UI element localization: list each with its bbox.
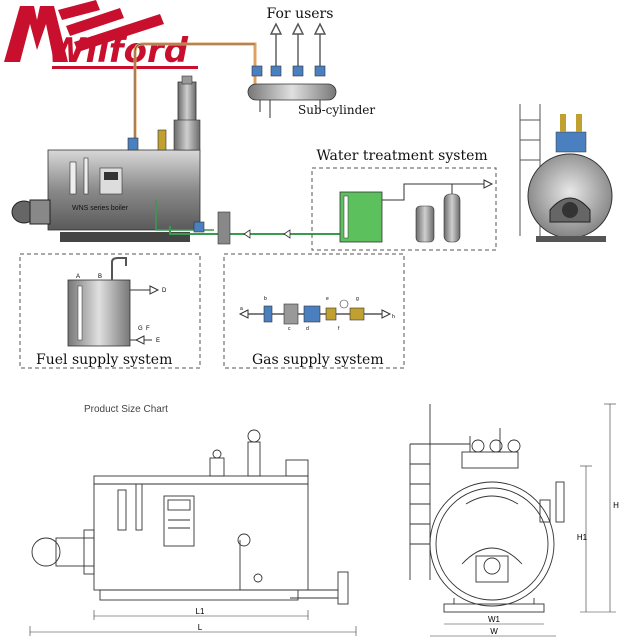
fuel-port-d: D [162,288,167,294]
fuel-port-f: F [146,326,150,332]
gas-port-a: a [240,306,243,312]
dim-h1: H1 [577,533,588,542]
gas-port-c: c [288,326,291,332]
dim-h: H [613,501,619,510]
dim-w1: W1 [488,615,501,624]
front-dimension-lines [430,403,616,637]
sub-cylinder [247,83,337,101]
boiler-plate-label: WNS series boiler [72,205,129,212]
side-dimension-lines [29,610,357,636]
wilford-logo: Wilford [4,0,198,71]
fuel-port-b: B [98,274,102,280]
fuel-port-g: G [138,326,143,332]
user-valves [251,65,326,77]
fuel-supply-label: Fuel supply system [36,352,172,368]
gas-port-e: e [326,296,329,302]
main-boiler: WNS series boiler [11,75,201,242]
side-elevation-drawing [31,429,349,605]
sub-cylinder-label: Sub-cylinder [298,103,375,117]
fuel-port-a: A [76,274,80,280]
softener [443,193,461,243]
dim-l1: L1 [196,607,205,616]
fuel-tank [67,279,131,347]
gas-port-b: b [264,296,267,302]
for-users-label: For users [267,6,334,22]
brand-name: Wilford [48,31,189,71]
user-outlet-arrows [269,22,327,70]
gas-port-g: g [356,296,359,302]
boiler-front-view-top [519,104,613,242]
feed-pump [217,211,231,245]
salt-tank [415,205,435,243]
fuel-port-e: E [156,338,160,344]
dim-w: W [490,627,498,636]
water-treatment-label: Water treatment system [316,148,487,164]
dim-l: L [198,623,203,632]
front-elevation-drawing [409,404,565,613]
gas-port-h: h [392,314,395,320]
product-size-chart-title: Product Size Chart [84,404,168,415]
water-treatment-frame [311,167,497,251]
gas-supply-label: Gas supply system [252,352,384,368]
gas-port-d: d [306,326,309,332]
gas-port-f: f [338,326,340,332]
